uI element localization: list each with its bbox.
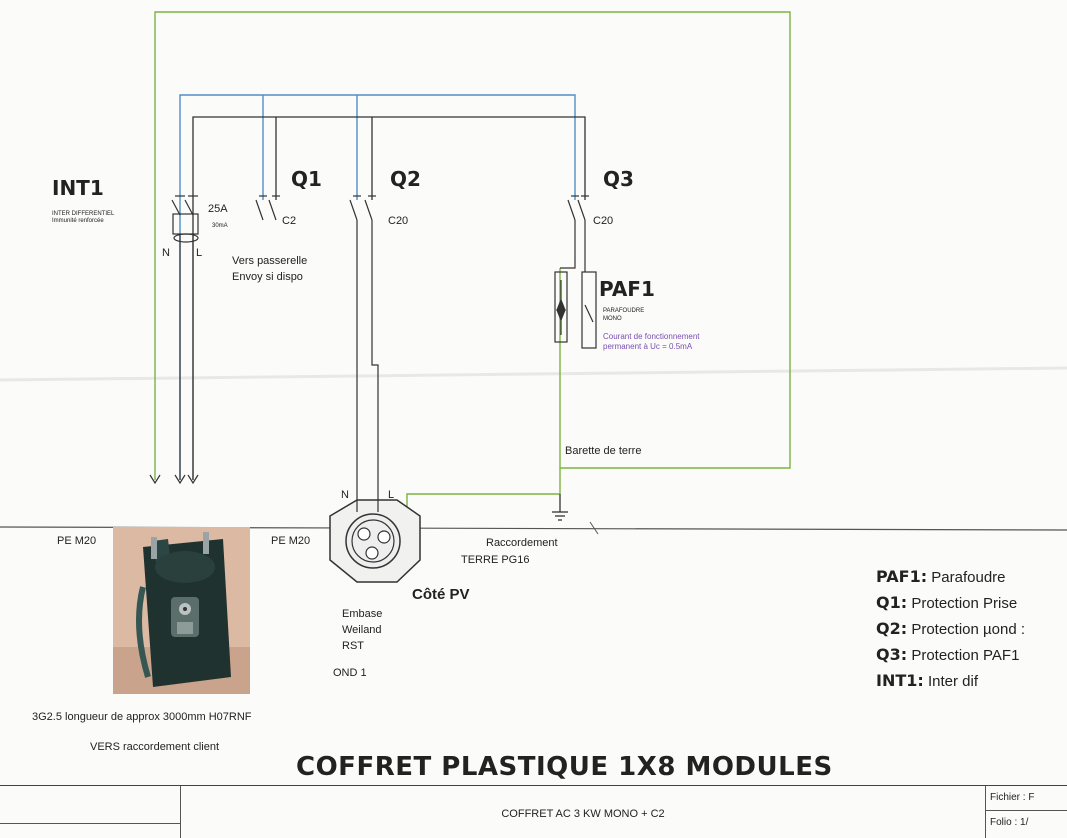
cable-label: 3G2.5 longueur de approx 3000mm H07RNF	[32, 711, 252, 723]
int1-breaker-symbol	[171, 195, 199, 480]
paf1-note-2: permanent à Uc = 0.5mA	[603, 342, 693, 351]
legend-key: Q2:	[876, 619, 908, 638]
paf1-sub-1: PARAFOUDRE	[603, 308, 644, 314]
pe-m20-left: PE M20	[57, 535, 96, 547]
paf1-note-1: Courant de fonctionnement	[603, 332, 700, 341]
q3-rating: C20	[593, 215, 613, 227]
vers-client-label: VERS raccordement client	[90, 741, 219, 753]
ond1-label: OND 1	[333, 667, 367, 679]
pv-n-label: N	[341, 489, 349, 501]
title-block-folio: Folio : 1/	[990, 817, 1029, 828]
scan-mark	[589, 521, 599, 535]
legend-text: Parafoudre	[931, 569, 1006, 586]
scan-streak	[0, 366, 1067, 382]
q1-note-2: Envoy si dispo	[232, 271, 303, 283]
legend-key: PAF1:	[876, 567, 928, 586]
int1-n-label: N	[162, 247, 170, 259]
raccordement-2: TERRE PG16	[461, 554, 529, 566]
title-block-description: COFFRET AC 3 KW MONO + C2	[501, 808, 665, 820]
legend-text: Protection PAF1	[911, 647, 1020, 664]
phase-wire	[192, 116, 586, 480]
embase-3: RST	[342, 640, 364, 652]
q1-rating: C2	[282, 215, 296, 227]
ground-symbol	[552, 494, 568, 521]
q2-label: Q2	[390, 167, 421, 191]
earth-wire	[154, 11, 791, 527]
pv-l-label: L	[388, 489, 394, 501]
legend-text: Protection µond :	[911, 621, 1026, 638]
schuko-plug-icon	[113, 527, 250, 694]
paf1-sub-2: MONO	[603, 316, 622, 322]
int1-sub-2: Immunité renforcée	[52, 218, 104, 224]
title-block: COFFRET AC 3 KW MONO + C2 Fichier : F Fo…	[0, 785, 1067, 838]
q3-label: Q3	[603, 167, 634, 191]
q2-breaker-symbol	[349, 195, 379, 486]
plug-photo	[113, 527, 250, 694]
legend-key: INT1:	[876, 671, 924, 690]
q1-label: Q1	[291, 167, 322, 191]
legend-item-q1: Q1: Protection Prise	[876, 593, 1017, 612]
q1-breaker-symbol	[255, 195, 280, 221]
q1-note-1: Vers passerelle	[232, 255, 307, 267]
page-title: COFFRET PLASTIQUE 1X8 MODULES	[296, 752, 833, 782]
legend-item-q3: Q3: Protection PAF1	[876, 645, 1019, 664]
title-block-divider	[985, 786, 986, 838]
int1-sensitivity: 30mA	[212, 223, 228, 229]
int1-l-label: L	[196, 247, 202, 259]
barette-label: Barette de terre	[565, 445, 641, 457]
embase-2: Weiland	[342, 624, 382, 636]
pe-m20-right: PE M20	[271, 535, 310, 547]
legend-item-paf1: PAF1: Parafoudre	[876, 567, 1006, 586]
cote-pv-label: Côté PV	[412, 586, 470, 603]
title-block-divider	[0, 823, 180, 824]
paf1-surge-arrester-symbol	[554, 255, 597, 349]
paf1-label: PAF1	[599, 277, 655, 301]
legend-key: Q3:	[876, 645, 908, 664]
legend-text: Inter dif	[927, 673, 978, 690]
legend-item-int1: INT1: Inter dif	[876, 671, 978, 690]
feed-arrows	[149, 474, 199, 485]
q2-rating: C20	[388, 215, 408, 227]
int1-rating: 25A	[208, 203, 228, 215]
legend-key: Q1:	[876, 593, 908, 612]
int1-label: INT1	[52, 176, 104, 200]
embase-1: Embase	[342, 608, 382, 620]
title-block-divider	[180, 786, 181, 838]
title-block-divider	[985, 810, 1067, 811]
legend-text: Protection Prise	[911, 595, 1018, 612]
title-block-fichier: Fichier : F	[990, 792, 1035, 803]
pv-connector-symbol	[329, 486, 421, 583]
raccordement-1: Raccordement	[486, 537, 558, 549]
legend-item-q2: Q2: Protection µond :	[876, 619, 1025, 638]
q3-breaker-symbol	[567, 195, 589, 255]
int1-sub-1: INTER DIFFERENTIEL	[52, 211, 115, 217]
